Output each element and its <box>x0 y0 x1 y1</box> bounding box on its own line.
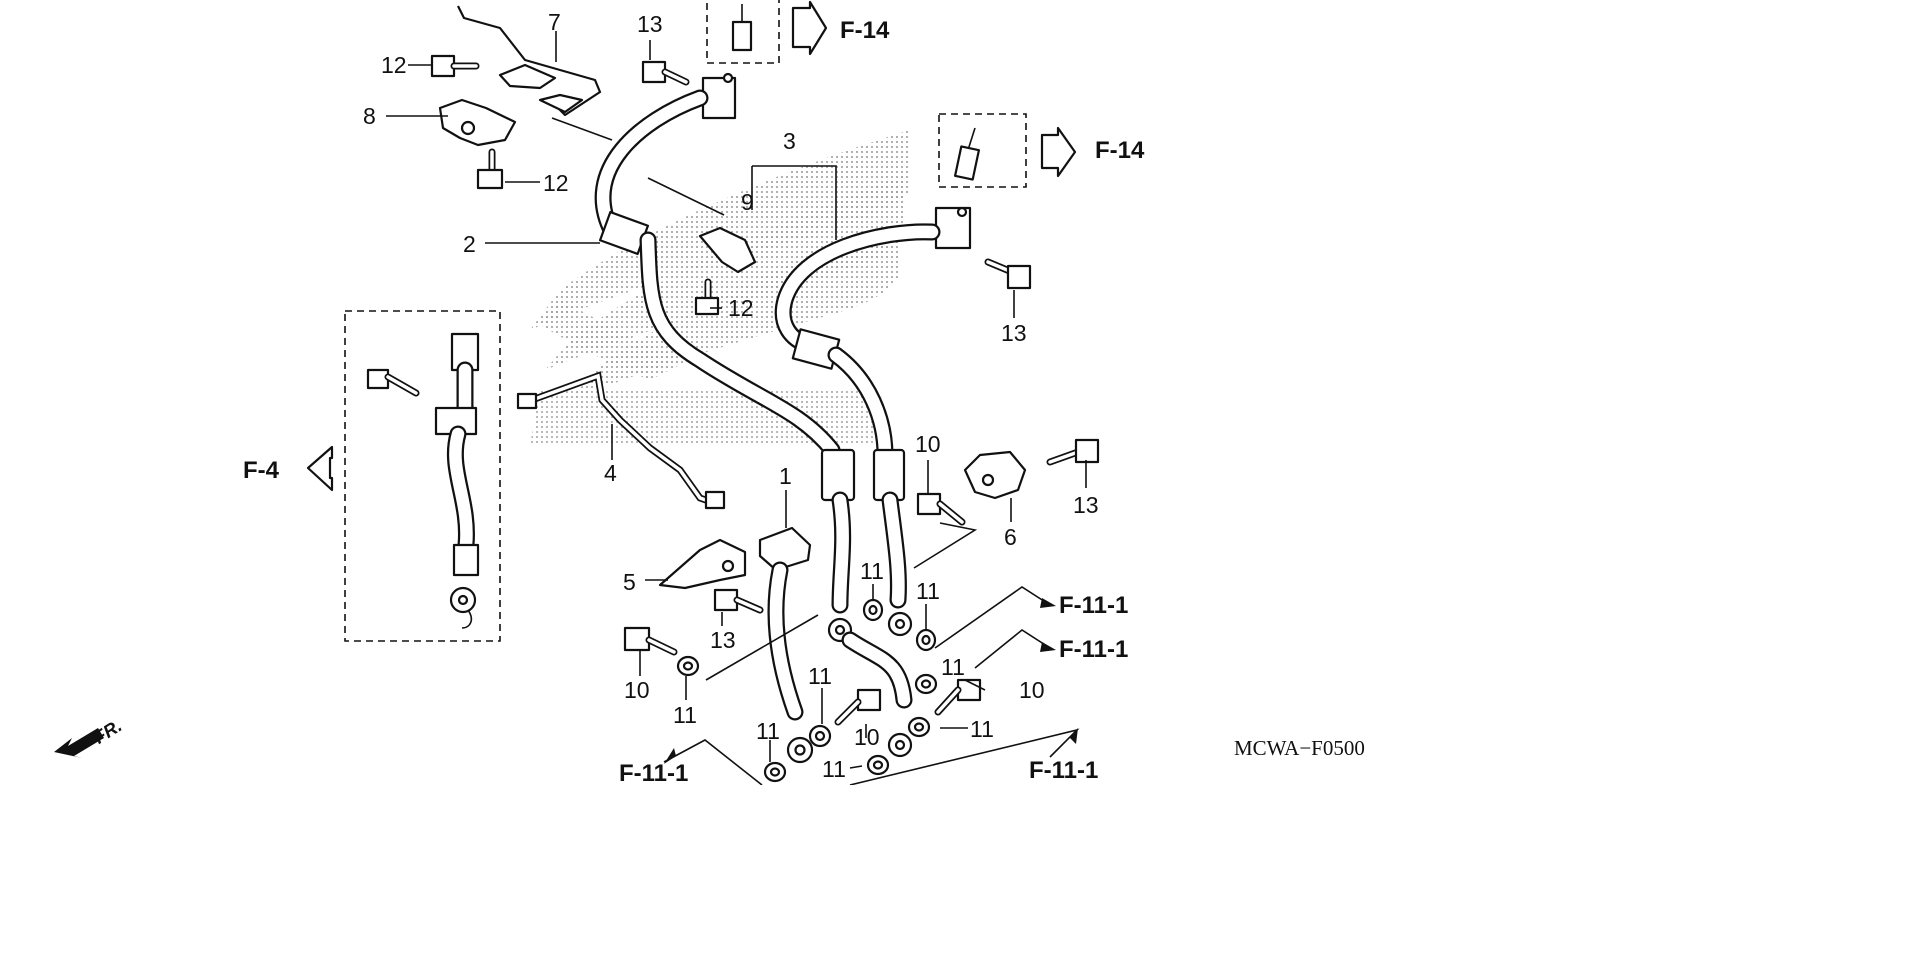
ref-f4[interactable]: F-4 <box>243 457 280 484</box>
stay-part-5 <box>658 538 747 590</box>
f14-arrow-right <box>1040 126 1077 178</box>
clamp-part-9 <box>698 226 757 274</box>
label-part-11-d[interactable]: 11 <box>941 654 965 680</box>
label-part-10-a[interactable]: 10 <box>915 431 941 457</box>
f14-top-fitting <box>731 4 753 52</box>
label-part-10-d[interactable]: 10 <box>854 724 880 750</box>
ref-f11-1-b[interactable]: F-11-1 <box>1059 636 1128 663</box>
lower-hose-left <box>820 448 856 643</box>
ref-f11-1-a[interactable]: F-11-1 <box>1059 592 1128 619</box>
label-part-8[interactable]: 8 <box>363 103 376 129</box>
label-part-12-b[interactable]: 12 <box>543 170 569 196</box>
label-part-13-c[interactable]: 13 <box>1073 492 1099 518</box>
ref-f11-1-c[interactable]: F-11-1 <box>619 760 688 785</box>
f4-arrow <box>306 445 334 492</box>
bolt-part-12-c <box>694 278 720 316</box>
label-part-5[interactable]: 5 <box>623 569 636 595</box>
label-part-13-a[interactable]: 13 <box>637 11 663 37</box>
washers-part-11 <box>676 598 938 783</box>
label-part-2[interactable]: 2 <box>463 231 476 257</box>
clamp-part-6 <box>963 450 1027 500</box>
bolt-part-10-a <box>916 492 966 526</box>
f14-detail-box-top <box>706 0 780 64</box>
bolt-part-13-d <box>713 588 764 614</box>
bolt-part-12-a <box>430 54 480 78</box>
bracket-part-7 <box>457 5 602 117</box>
label-part-10-c[interactable]: 10 <box>1019 677 1045 703</box>
label-part-7[interactable]: 7 <box>548 9 561 35</box>
lower-hose-y <box>841 631 913 758</box>
brake-pipe-part-4 <box>516 371 726 510</box>
ref-f14-right[interactable]: F-14 <box>1095 137 1145 164</box>
label-part-12-a[interactable]: 12 <box>381 52 407 78</box>
bolt-part-13-a <box>641 60 690 86</box>
bolt-part-12-b <box>476 148 504 190</box>
brake-hose-part-1 <box>758 526 814 764</box>
label-part-13-d[interactable]: 13 <box>710 627 736 653</box>
bolt-part-13-e <box>623 626 678 656</box>
label-part-12-c[interactable]: 12 <box>728 295 754 321</box>
clamp-part-8 <box>438 98 517 147</box>
label-part-11-g[interactable]: 11 <box>756 718 780 744</box>
ref-f11-1-d[interactable]: F-11-1 <box>1029 757 1098 784</box>
f14-detail-box-right <box>938 113 1027 188</box>
leader-lines <box>386 31 1087 785</box>
label-part-11-c[interactable]: 11 <box>673 702 697 728</box>
f4-detail-box <box>344 310 501 642</box>
label-part-10-b[interactable]: 10 <box>624 677 650 703</box>
front-direction-arrow: FR. <box>54 715 125 758</box>
label-part-1[interactable]: 1 <box>779 463 792 489</box>
f11-arrowheads <box>664 598 1078 764</box>
label-part-11-a[interactable]: 11 <box>860 558 884 584</box>
f4-detail-bolt <box>366 368 420 397</box>
label-part-11-h[interactable]: 11 <box>822 756 846 782</box>
label-part-11-e[interactable]: 11 <box>808 663 832 689</box>
bolt-part-13-b <box>984 258 1032 290</box>
label-part-11-f[interactable]: 11 <box>970 716 994 742</box>
brake-hose-part-3 <box>774 206 972 464</box>
label-part-9[interactable]: 9 <box>741 189 754 215</box>
label-part-6[interactable]: 6 <box>1004 524 1017 550</box>
brake-hose-parts-diagram: F-4 F-14 F-14 <box>54 0 1365 785</box>
lower-hose-right <box>872 448 913 637</box>
ref-f14-top[interactable]: F-14 <box>840 17 890 44</box>
label-part-13-b[interactable]: 13 <box>1001 320 1027 346</box>
f4-detail-hose <box>434 332 480 629</box>
label-part-4[interactable]: 4 <box>604 460 617 486</box>
f14-arrow-top <box>791 0 828 56</box>
brake-hose-part-2 <box>594 72 841 459</box>
label-part-11-b[interactable]: 11 <box>916 578 940 604</box>
drawing-code: MCWA−F0500 <box>1234 736 1365 760</box>
honda-wing-watermark <box>530 130 910 445</box>
bolt-part-10-c <box>834 688 882 726</box>
label-part-3[interactable]: 3 <box>783 128 796 154</box>
f14-right-fitting <box>953 127 981 181</box>
bolt-part-13-c <box>1046 438 1100 466</box>
